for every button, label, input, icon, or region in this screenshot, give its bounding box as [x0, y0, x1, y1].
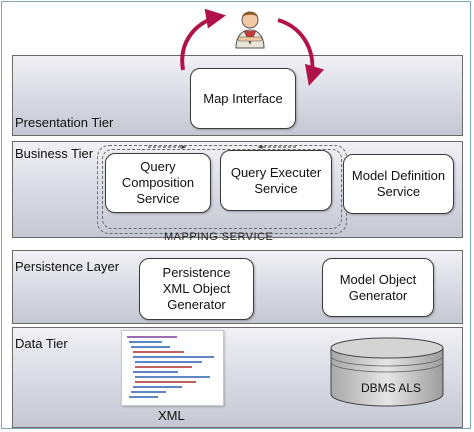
presentation-tier-label: Presentation Tier: [15, 115, 114, 130]
database-label: DBMS ALS: [361, 381, 422, 395]
xml-document-thumbnail: [121, 330, 224, 406]
business-tier-label: Business Tier: [15, 146, 94, 161]
query-executer-service-box: Query Executer Service: [220, 150, 332, 211]
persistence-tier-label: Persistence Layer: [15, 259, 120, 274]
xml-label: XML: [158, 408, 185, 423]
arrow-user-to-interface: [277, 18, 325, 86]
persistence-xml-object-generator-label: Persistence XML Object Generator: [162, 265, 231, 312]
user-figure-icon: [235, 11, 265, 49]
arrow-interface-to-user: [180, 8, 226, 71]
map-interface-box: Map Interface: [190, 68, 296, 129]
query-executer-service-label: Query Executer Service: [230, 164, 322, 196]
model-object-generator-label: Model Object Generator: [339, 271, 417, 303]
xml-code-lines: [127, 336, 214, 398]
mapping-service-label: MAPPING SERVICE: [164, 231, 274, 243]
model-definition-service-label: Model Definition Service: [351, 168, 446, 199]
map-interface-label: Map Interface: [203, 90, 283, 106]
model-object-generator-box: Model Object Generator: [322, 258, 434, 317]
model-definition-service-box: Model Definition Service: [343, 154, 454, 214]
query-composition-service-box: Query Composition Service: [105, 153, 211, 213]
query-composition-service-label: Query Composition Service: [121, 159, 195, 206]
database-cylinder-icon: [330, 337, 444, 407]
data-tier-label: Data Tier: [15, 336, 68, 351]
persistence-xml-object-generator-box: Persistence XML Object Generator: [139, 258, 254, 320]
mapping-service-inner-region: [102, 149, 342, 229]
